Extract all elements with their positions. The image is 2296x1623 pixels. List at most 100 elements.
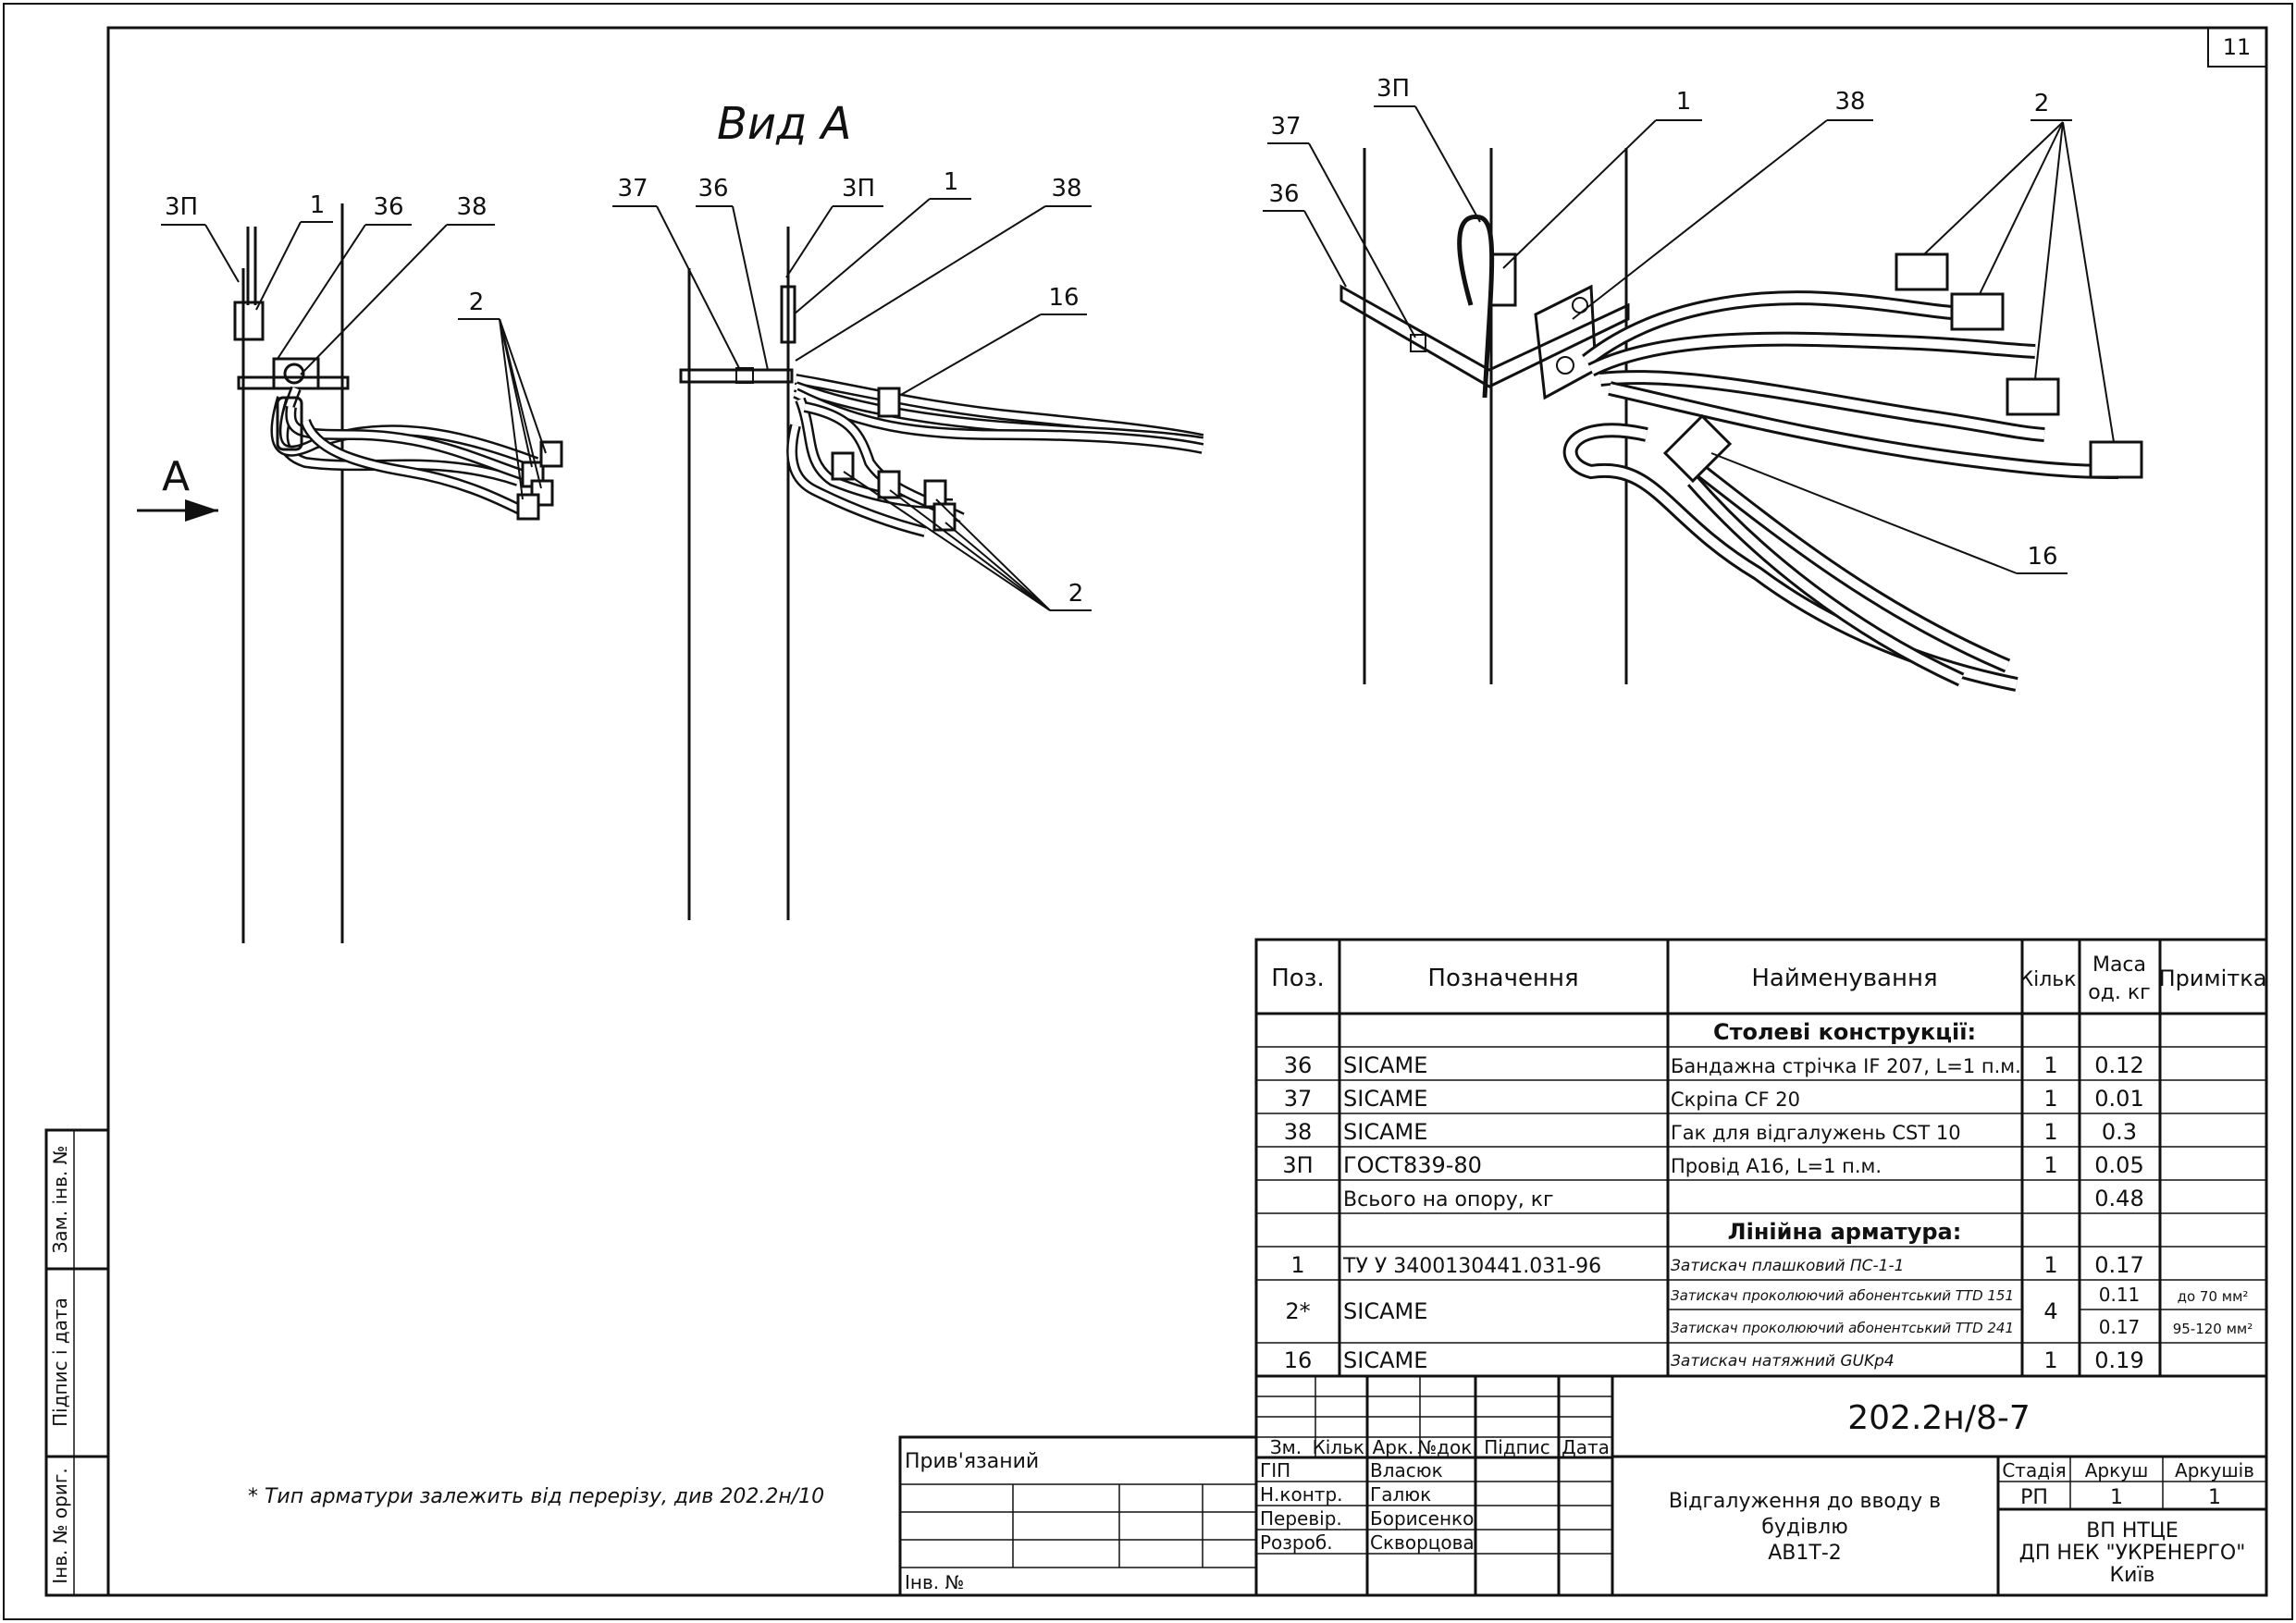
cell-qty: 1 [2043,1152,2057,1178]
drawing-title: Відгалуження до вводу в [1669,1490,1941,1513]
callout-16: 16 [1048,284,1079,312]
side-label-zam: Зам. інв. № [49,1146,71,1254]
cell-qty: 1 [2043,1052,2057,1078]
cell-mass: 0.11 [2099,1284,2141,1306]
cell-mass: 0.17 [2099,1316,2141,1338]
role-name: Борисенко [1370,1507,1474,1530]
cell-qty: 1 [2043,1252,2057,1278]
piercing-clamps-2 [1895,252,2143,479]
cell-name: Затискач натяжний GUKp4 [1671,1352,1895,1371]
view-left: Вид А А [137,98,851,943]
cell-qty: 1 [2043,1119,2057,1145]
callout-1: 1 [310,191,326,219]
callout-16: 16 [2027,543,2057,571]
role-name: Галюк [1370,1483,1431,1506]
cable-bundle [786,374,1204,537]
callout-38: 38 [456,193,487,221]
tension-clamp-16 [1662,413,1733,484]
cell-des: SICAME [1343,1052,1427,1078]
callouts-left: 3П 1 36 38 2 [161,191,547,500]
clamp-1 [1489,252,1517,307]
cell-name: Затискач проколюючий абонентський TTD 15… [1671,1287,2014,1304]
callout-2: 2 [469,289,485,316]
doc-code: 202.2н/8-7 [1847,1399,2031,1437]
cell-des: SICAME [1343,1347,1427,1373]
cell-name: Скріпа CF 20 [1671,1088,1800,1111]
total-mass: 0.48 [2094,1186,2143,1211]
callout-2: 2 [2034,90,2050,117]
sheets: 1 [2208,1486,2221,1509]
callout-36: 36 [1268,180,1299,208]
org-name: ДП НЕК "УКРЕНЕРГО" [2019,1542,2246,1565]
org-name: Київ [2110,1564,2155,1587]
cell-pos: 2* [1285,1298,1310,1324]
cell-name: Гак для відгалужень CST 10 [1671,1122,1961,1144]
cell-mass: 0.01 [2094,1086,2143,1112]
callout-36: 36 [697,175,728,203]
view-title: Вид А [717,98,851,150]
buckle-37 [1410,334,1426,352]
cell-qty: 1 [2043,1086,2057,1112]
col-header-kilk: Кільк. [1313,1436,1371,1458]
title-block: Зм. Кільк. Арк. №док. Підпис Дата ГІП Вл… [1254,1374,2268,1597]
cell-qty: 1 [2043,1347,2057,1373]
cell-name: Провід А16, L=1 п.м. [1671,1155,1882,1177]
tension-clamp-16 [877,387,901,418]
cell-pos: 36 [1284,1052,1313,1078]
side-label-pidpys: Підпис і дата [49,1297,71,1427]
cell-pos: 16 [1284,1347,1313,1373]
buckle-37 [735,367,754,384]
callout-3p: 3П [1376,75,1410,103]
cell-mass: 0.05 [2094,1152,2143,1178]
callout-38: 38 [1051,175,1081,203]
side-stamp: Зам. інв. № Підпис і дата Інв. № ориг. [44,1128,110,1597]
org-name: ВП НТЦЕ [2086,1519,2179,1543]
callouts-middle: 37 36 3П 1 38 16 2 [612,168,1092,611]
cell-note: 95-120 мм² [2173,1321,2253,1337]
cell-note: до 70 мм² [2178,1288,2249,1305]
callout-37: 37 [1270,113,1301,141]
col-header-ark: Арк. [1373,1436,1414,1458]
sheets-label: Аркушів [2175,1459,2254,1482]
cell-mass: 0.17 [2094,1252,2143,1278]
callout-1: 1 [944,168,959,196]
callouts-right: 3П 1 38 2 37 36 16 [1263,75,2115,574]
header-qty: Кільк. [2018,968,2082,991]
stage: РП [2020,1486,2048,1509]
callout-38: 38 [1834,88,1865,116]
role-name: Скворцова [1370,1531,1475,1554]
role: Перевір. [1260,1507,1342,1530]
cell-pos: 38 [1284,1119,1313,1145]
view-arrow-label: А [162,453,190,500]
cell-mass: 0.12 [2094,1052,2143,1078]
col-header-zm: Зм. [1270,1436,1302,1458]
footnote: * Тип арматури залежить від перерізу, ди… [248,1485,824,1508]
sheet-number-box: 11 [2207,27,2267,68]
cell-des: ГОСТ839-80 [1343,1152,1482,1178]
sheet-label: Аркуш [2085,1459,2149,1482]
sheet-number: 11 [2223,34,2252,60]
cell-pos: 37 [1284,1086,1313,1112]
cell-name: Затискач плашковий ПС-1-1 [1671,1257,1904,1275]
wire-3p [1457,214,1495,399]
cell-qty: 4 [2043,1298,2057,1324]
callout-3p: 3П [842,175,875,203]
role: Розроб. [1260,1531,1333,1554]
piercing-clamps-2 [831,451,957,532]
view-right: 3П 1 38 2 37 36 16 [1263,75,2143,692]
clamp-1 [233,301,265,341]
binding-label: Прив'язаний [905,1450,1039,1473]
cable-bundle [270,386,543,519]
cell-des: SICAME [1343,1119,1427,1145]
spec-table: Поз. Позначення Найменування Кільк. Маса… [1254,938,2268,1378]
callout-36: 36 [373,193,403,221]
header-designation: Позначення [1427,965,1578,992]
binding-stamp: Прив'язаний Інв. № [898,1435,1258,1597]
view-middle: 37 36 3П 1 38 16 2 [612,168,1204,920]
stage-label: Стадія [2002,1459,2066,1482]
cell-des: SICAME [1343,1298,1427,1324]
sheet: 1 [2110,1486,2123,1509]
col-header-data: Дата [1562,1436,1610,1458]
section-title: Лінійна арматура: [1728,1219,1962,1245]
cell-pos: 3П [1282,1152,1313,1178]
